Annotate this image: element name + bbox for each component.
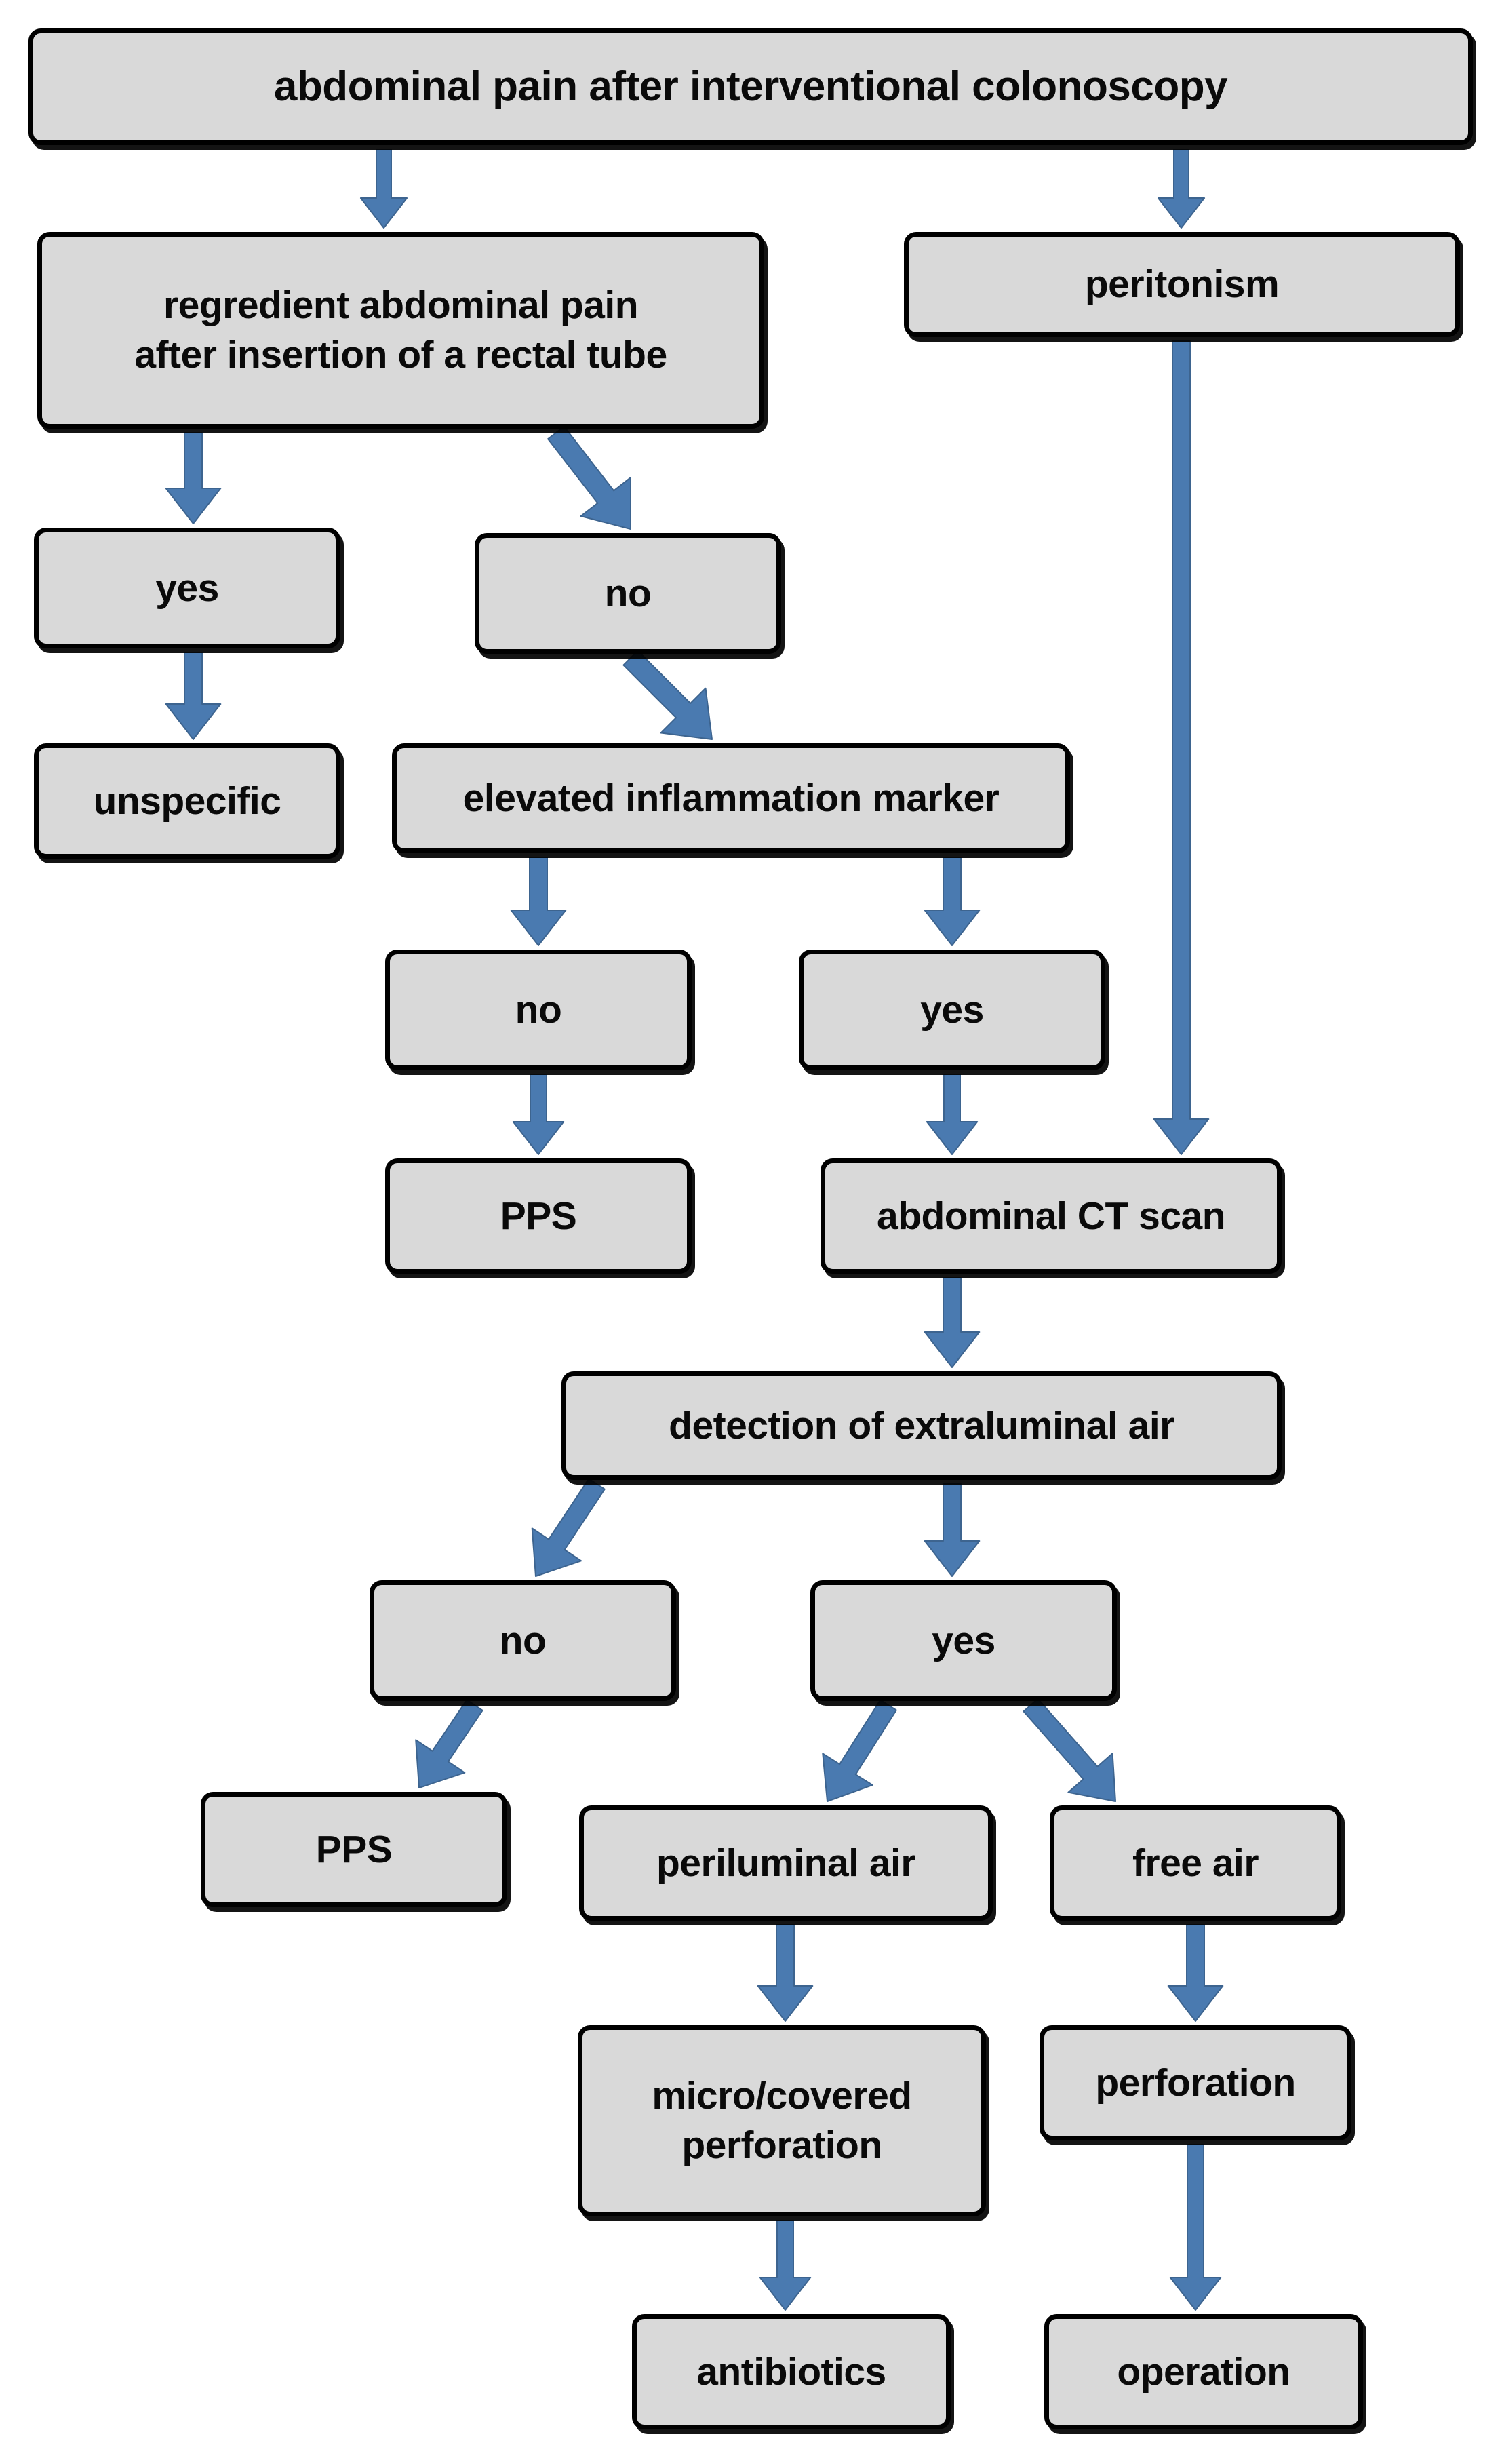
node-label-regredient: regredient abdominal pain after insertio… <box>134 283 667 376</box>
node-label-yes2: yes <box>920 987 984 1032</box>
node-yes1[interactable]: yes <box>34 528 340 648</box>
arrow-no1-to-inflammation <box>622 650 713 740</box>
node-label-yes1: yes <box>155 566 219 610</box>
node-root[interactable]: abdominal pain after interventional colo… <box>28 28 1473 145</box>
arrow-yes2-to-ct <box>926 1074 979 1155</box>
node-label-micro: micro/covered perforation <box>652 2074 912 2167</box>
arrow-root-to-peritonism <box>1157 149 1206 229</box>
arrow-inflammation-to-no2 <box>510 857 567 946</box>
arrow-micro-to-antibiotics <box>759 2220 812 2311</box>
node-label-ct: abdominal CT scan <box>876 1194 1226 1238</box>
node-label-freeair: free air <box>1132 1841 1259 1885</box>
arrow-yes3-to-periluminal <box>822 1699 897 1802</box>
node-peritonism[interactable]: peritonism <box>904 232 1460 337</box>
node-perforation[interactable]: perforation <box>1040 2025 1351 2140</box>
node-no1[interactable]: no <box>475 533 781 654</box>
node-label-periluminal: periluminal air <box>656 1841 916 1885</box>
arrow-ct-to-extraluminal <box>924 1277 981 1368</box>
node-freeair[interactable]: free air <box>1050 1805 1341 1921</box>
node-operation[interactable]: operation <box>1044 2314 1363 2429</box>
node-label-antibiotics: antibiotics <box>696 2349 886 2393</box>
node-no3[interactable]: no <box>370 1580 676 1701</box>
node-antibiotics[interactable]: antibiotics <box>632 2314 951 2429</box>
node-label-pps2: PPS <box>315 1827 393 1871</box>
arrow-perforation-to-operation <box>1169 2144 1222 2311</box>
arrow-no2-to-pps1 <box>512 1074 565 1155</box>
node-label-yes3: yes <box>932 1618 995 1662</box>
node-label-no2: no <box>515 987 562 1032</box>
node-label-unspecific: unspecific <box>93 779 281 823</box>
arrow-root-to-regredient <box>359 149 408 229</box>
node-no2[interactable]: no <box>385 950 692 1070</box>
arrow-periluminal-to-micro <box>757 1924 814 2022</box>
node-label-peritonism: peritonism <box>1084 262 1280 307</box>
node-periluminal[interactable]: periluminal air <box>579 1805 993 1921</box>
node-extraluminal[interactable]: detection of extraluminal air <box>561 1371 1282 1480</box>
node-unspecific[interactable]: unspecific <box>34 743 340 859</box>
node-pps2[interactable]: PPS <box>201 1792 507 1907</box>
arrow-extraluminal-to-no3 <box>531 1478 606 1577</box>
node-label-pps1: PPS <box>500 1194 577 1238</box>
node-label-operation: operation <box>1117 2349 1290 2393</box>
node-label-no3: no <box>499 1618 547 1662</box>
node-yes3[interactable]: yes <box>810 1580 1117 1701</box>
node-yes2[interactable]: yes <box>799 950 1105 1070</box>
node-label-root: abdominal pain after interventional colo… <box>273 63 1228 111</box>
arrow-yes3-to-freeair <box>1023 1698 1116 1802</box>
node-label-no1: no <box>604 571 652 615</box>
node-label-inflammation: elevated inflammation marker <box>462 776 1000 820</box>
arrow-extraluminal-to-yes3 <box>924 1483 981 1577</box>
node-label-extraluminal: detection of extraluminal air <box>669 1403 1174 1447</box>
arrow-yes1-to-unspecific <box>165 652 222 740</box>
node-pps1[interactable]: PPS <box>385 1158 692 1274</box>
arrow-peritonism-to-ct <box>1153 340 1210 1155</box>
node-inflammation[interactable]: elevated inflammation marker <box>392 743 1070 853</box>
node-micro[interactable]: micro/covered perforation <box>578 2025 986 2216</box>
arrow-no3-to-pps2 <box>415 1699 483 1788</box>
node-label-perforation: perforation <box>1095 2060 1296 2105</box>
arrow-freeair-to-perforation <box>1167 1924 1224 2022</box>
node-ct[interactable]: abdominal CT scan <box>821 1158 1282 1274</box>
arrow-regredient-to-yes1 <box>165 432 222 524</box>
arrow-inflammation-to-yes2 <box>924 857 981 946</box>
arrow-regredient-to-no1 <box>547 425 631 530</box>
node-regredient[interactable]: regredient abdominal pain after insertio… <box>37 232 764 429</box>
